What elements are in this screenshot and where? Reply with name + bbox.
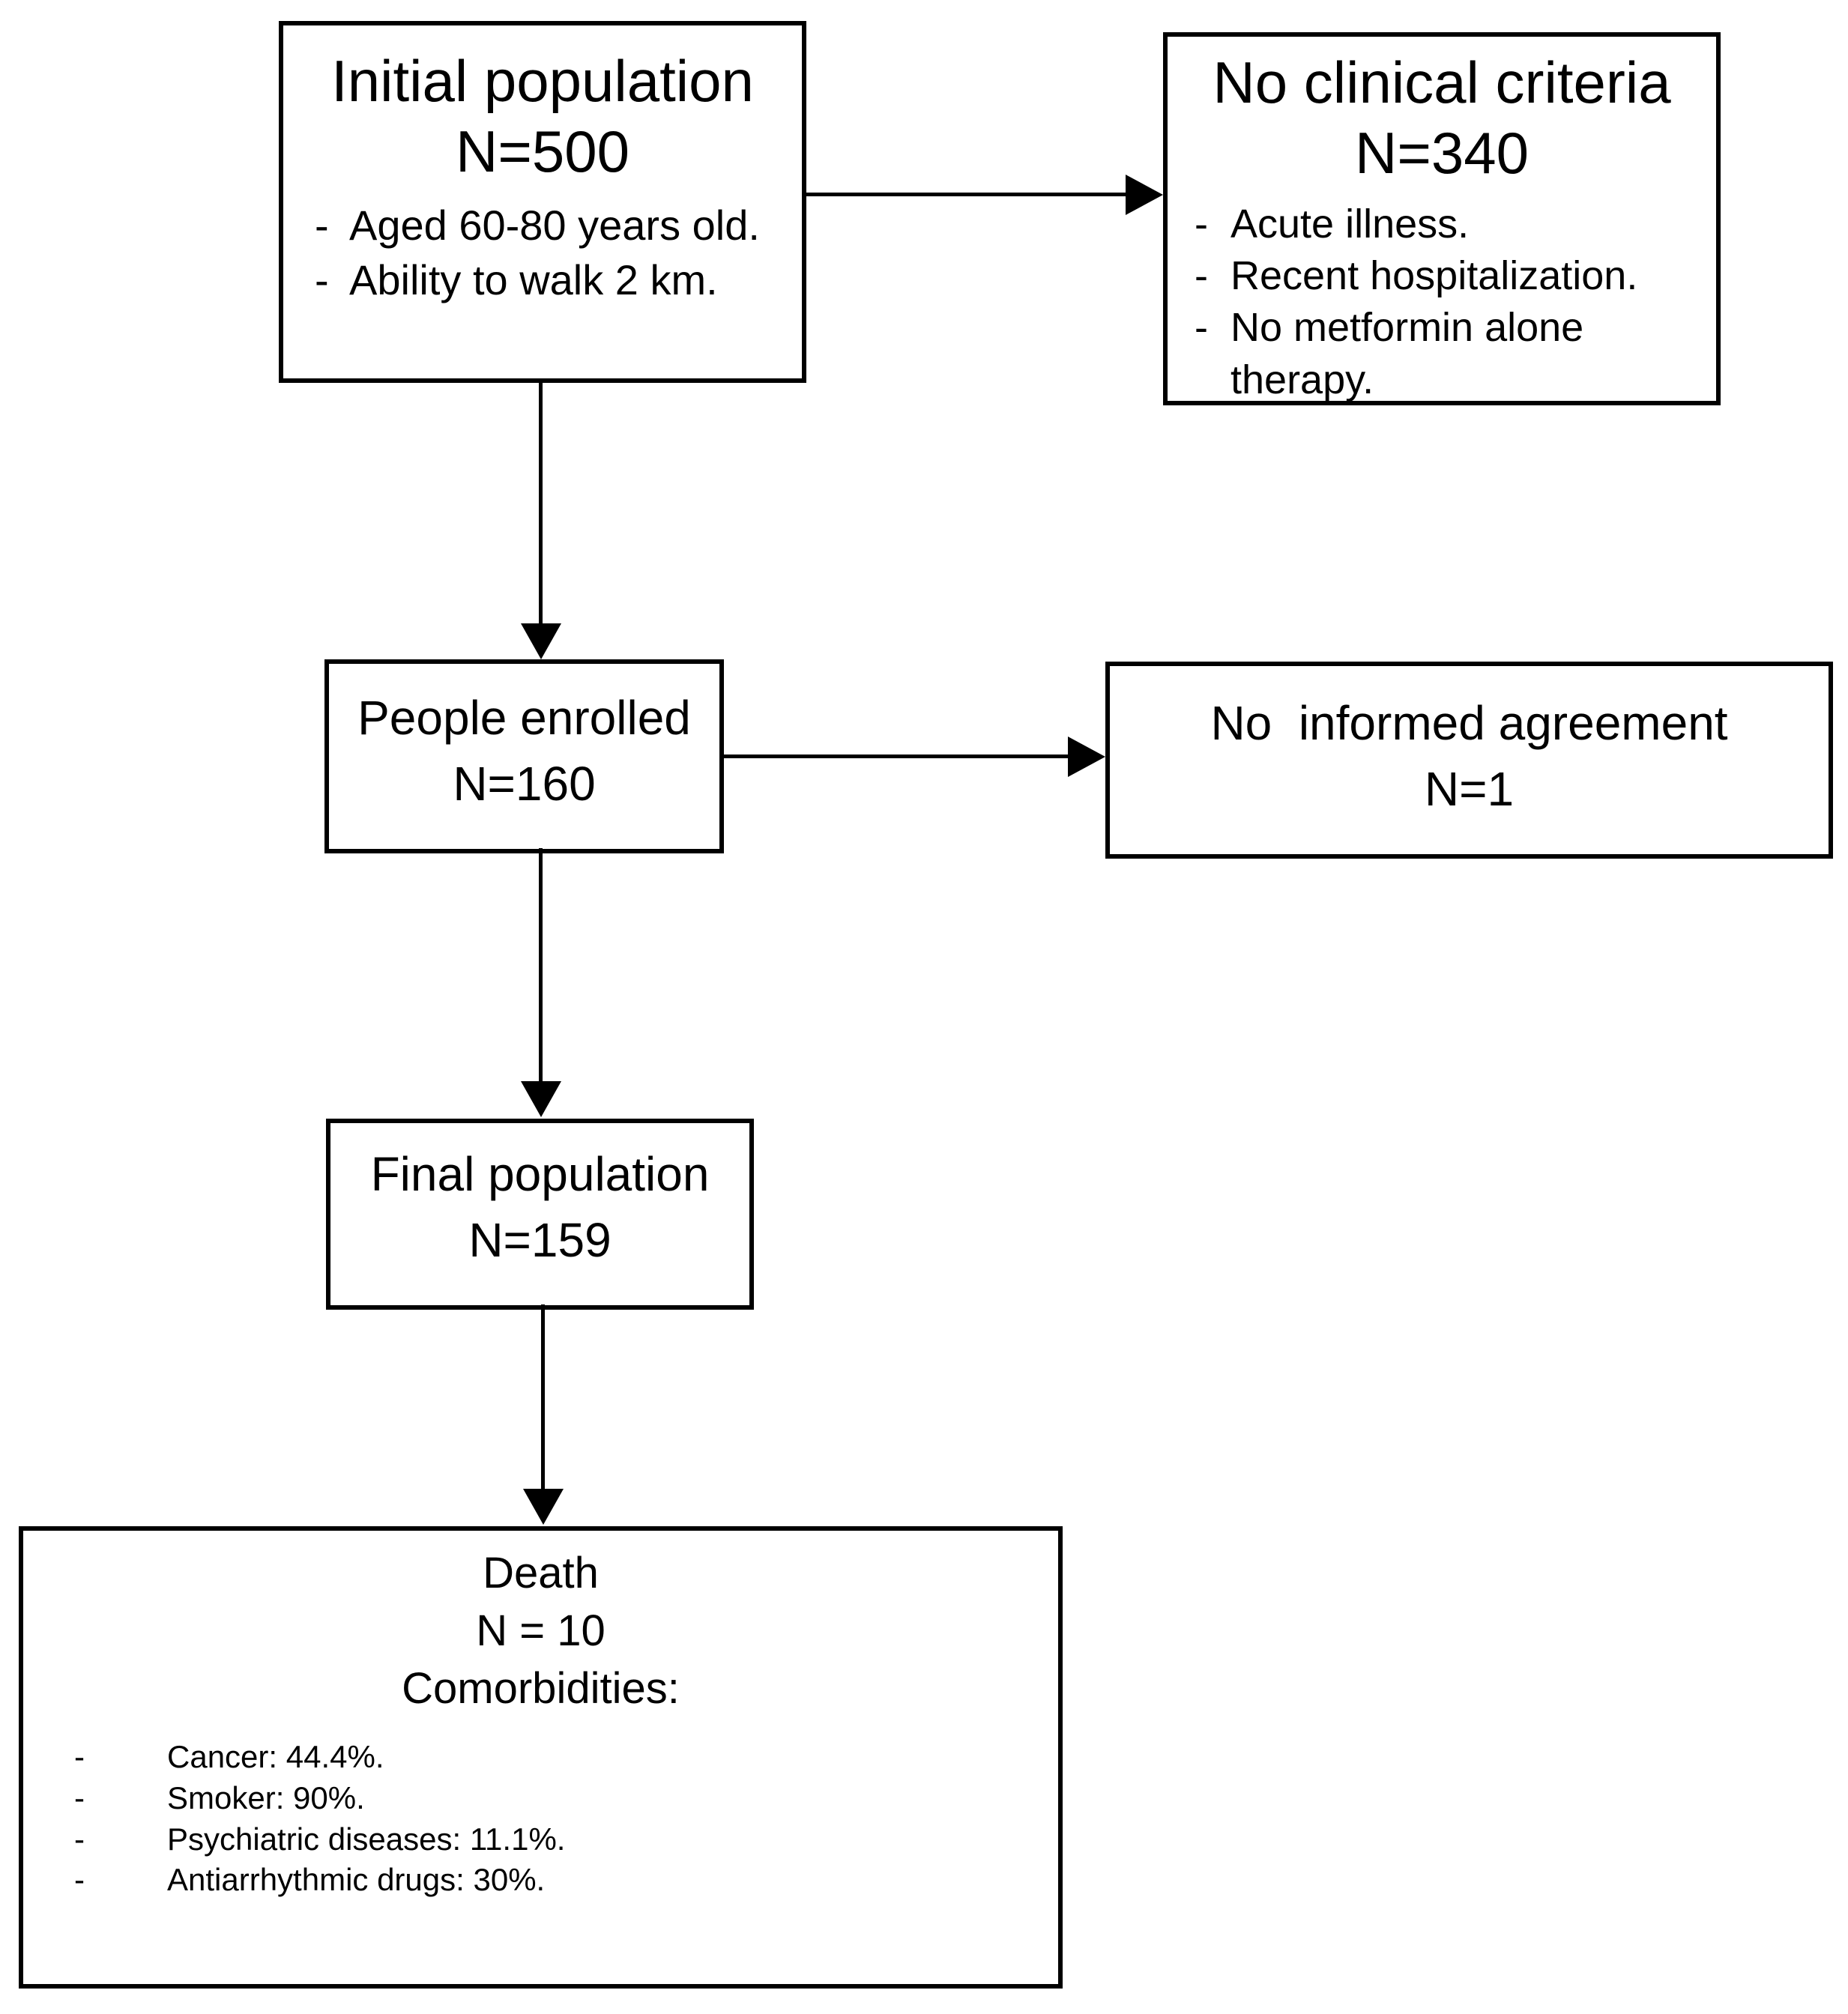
bullet-text: Ability to walk 2 km. xyxy=(349,255,718,303)
box-count: N=500 xyxy=(455,118,630,184)
bullet-text: Antiarrhythmic drugs: 30%. xyxy=(167,1862,546,1898)
bullet-list: - Acute illness. - Recent hospitalizatio… xyxy=(1168,199,1716,405)
box-initial-population: Initial population N=500 - Aged 60-80 ye… xyxy=(279,21,806,383)
bullet-dash: - xyxy=(74,1739,85,1775)
box-count: N=160 xyxy=(453,757,596,811)
arrowhead-down-icon xyxy=(523,1489,564,1525)
bullet-text: Recent hospitalization. xyxy=(1231,253,1638,299)
list-item: - Smoker: 90%. xyxy=(74,1778,1043,1819)
box-count: N=1 xyxy=(1424,762,1515,817)
bullet-dash: - xyxy=(1195,305,1208,351)
arrowhead-down-icon xyxy=(521,1081,561,1117)
list-item: - Cancer: 44.4%. xyxy=(74,1737,1043,1778)
arrowhead-right-icon xyxy=(1068,737,1105,777)
bullet-dash: - xyxy=(1195,202,1208,247)
box-final-population: Final population N=159 xyxy=(326,1119,754,1310)
box-count: N = 10 xyxy=(476,1606,606,1656)
arrowhead-down-icon xyxy=(521,623,561,659)
bullet-text: Aged 60-80 years old. xyxy=(349,202,760,250)
bullet-dash: - xyxy=(315,202,329,250)
box-title: No clinical criteria xyxy=(1213,49,1671,115)
bullet-text: Psychiatric diseases: 11.1%. xyxy=(167,1821,566,1857)
box-title: Initial population xyxy=(331,48,754,114)
box-no-clinical-criteria: No clinical criteria N=340 - Acute illne… xyxy=(1163,32,1721,405)
bullet-text: Cancer: 44.4%. xyxy=(167,1739,384,1775)
list-item: - Ability to walk 2 km. xyxy=(315,253,791,308)
bullet-dash: - xyxy=(74,1862,85,1898)
bullet-text: Acute illness. xyxy=(1231,202,1470,247)
box-title: No informed agreement xyxy=(1210,696,1728,750)
bullet-list: - Cancer: 44.4%. - Smoker: 90%. - Psychi… xyxy=(23,1737,1058,1900)
box-subtitle: Comorbidities: xyxy=(402,1664,680,1714)
bullet-text: Smoker: 90%. xyxy=(167,1779,365,1815)
arrowhead-right-icon xyxy=(1126,175,1163,215)
box-title: Death xyxy=(483,1549,599,1597)
bullet-text: No metformin alone therapy. xyxy=(1231,305,1584,402)
bullet-dash: - xyxy=(1195,253,1208,299)
box-people-enrolled: People enrolled N=160 xyxy=(324,659,724,853)
list-item: - Recent hospitalization. xyxy=(1195,250,1703,302)
arrow-initial-to-criteria xyxy=(803,193,1127,196)
list-item: - No metformin alone therapy. xyxy=(1195,302,1703,405)
box-no-informed-agreement: No informed agreement N=1 xyxy=(1105,662,1833,859)
list-item: - Antiarrhythmic drugs: 30%. xyxy=(74,1860,1043,1901)
bullet-dash: - xyxy=(74,1821,85,1857)
box-title: Final population xyxy=(370,1147,710,1201)
bullet-dash: - xyxy=(74,1779,85,1815)
list-item: - Acute illness. xyxy=(1195,199,1703,250)
bullet-dash: - xyxy=(315,255,329,303)
box-death: Death N = 10 Comorbidities: - Cancer: 44… xyxy=(19,1526,1063,1989)
arrow-enrolled-to-final xyxy=(539,848,543,1084)
list-item: - Aged 60-80 years old. xyxy=(315,199,791,253)
arrow-enrolled-to-agreement xyxy=(721,755,1070,758)
bullet-list: - Aged 60-80 years old. - Ability to wal… xyxy=(283,199,802,308)
box-count: N=340 xyxy=(1354,119,1530,186)
box-count: N=159 xyxy=(468,1213,612,1268)
arrow-final-to-death xyxy=(541,1304,545,1492)
arrow-initial-to-enrolled xyxy=(539,378,543,629)
list-item: - Psychiatric diseases: 11.1%. xyxy=(74,1819,1043,1860)
box-title: People enrolled xyxy=(357,691,691,745)
